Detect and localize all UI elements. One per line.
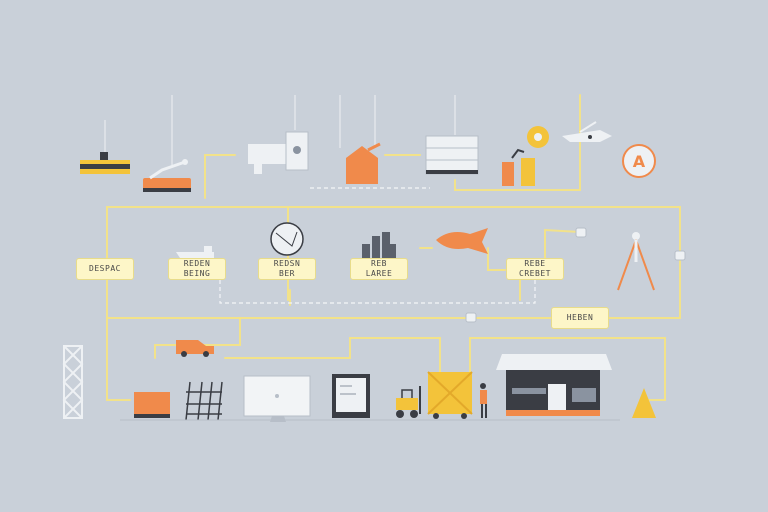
flow-label-reden: REDEN BEING	[168, 258, 226, 280]
monitor-icon	[243, 375, 311, 422]
blimp-icon	[436, 228, 488, 254]
server-rack-icon	[425, 135, 479, 175]
kiosk-icon	[332, 374, 370, 418]
tray-icon	[176, 246, 214, 258]
small-nodes	[465, 227, 686, 323]
dumpster-icon	[134, 392, 170, 418]
label-text: REDEN	[183, 259, 211, 268]
label-text: CREBET	[519, 269, 551, 278]
buildings-icon	[362, 232, 396, 258]
lattice-tower-icon	[62, 345, 84, 419]
badge-letter: A	[632, 151, 646, 171]
warehouse-icon	[496, 354, 612, 416]
label-text: HEBEN	[566, 313, 594, 322]
flow-label-rebe: REBE CREBET	[506, 258, 564, 280]
label-text: REBE	[524, 259, 546, 268]
label-text: BER	[279, 269, 295, 278]
flow-label-redsn: REDSN BER	[258, 258, 316, 280]
flow-label-heben: HEBEN	[551, 307, 609, 329]
letter-badge: A	[622, 144, 656, 178]
label-text: REDSN	[273, 259, 301, 268]
factory-house-icon	[346, 142, 381, 184]
aircraft-icon	[562, 121, 612, 142]
dashed-connectors	[219, 187, 536, 304]
van-icon	[176, 340, 214, 357]
scaffold-icon	[185, 381, 223, 421]
label-text: REB	[371, 259, 387, 268]
worker-icon	[480, 383, 487, 418]
label-text: LAREE	[365, 269, 393, 278]
loader-cart-icon	[143, 159, 191, 192]
flow-label-despac: DESPAC	[76, 258, 134, 280]
label-text: DESPAC	[89, 264, 121, 273]
compass-icon	[617, 232, 655, 291]
label-text: BEING	[183, 269, 211, 278]
globe-icon	[270, 222, 304, 256]
cone-icon	[632, 388, 656, 418]
gear-icon	[527, 126, 549, 148]
forklift-icon	[396, 386, 421, 418]
tools-cans-icon	[502, 148, 535, 186]
crate-icon	[427, 371, 473, 419]
flow-label-reb: REB LAREE	[350, 258, 408, 280]
machine-unit-icon	[248, 131, 309, 174]
barrier-icon	[80, 152, 130, 174]
hanging-lines	[104, 95, 456, 168]
